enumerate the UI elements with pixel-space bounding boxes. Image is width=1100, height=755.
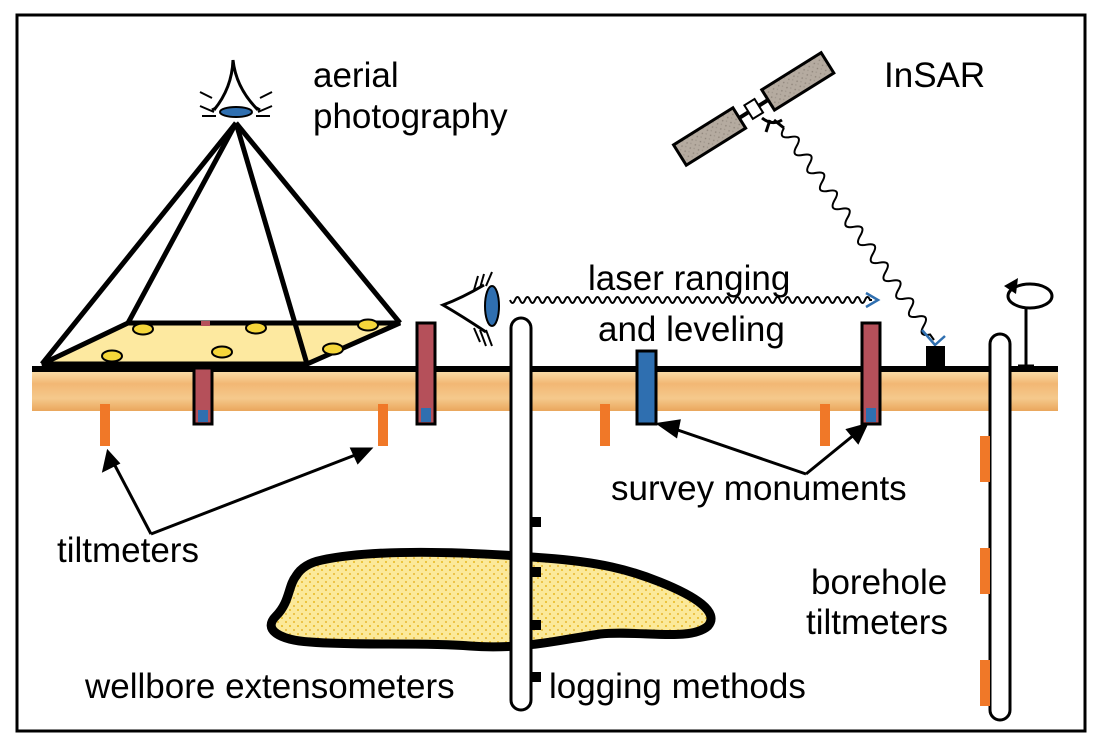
aerial-view-lines bbox=[40, 121, 402, 366]
wellbore-extensometers-label: wellbore extensometers bbox=[84, 667, 455, 706]
survey-monument bbox=[192, 366, 214, 426]
borehole-tiltmeter bbox=[980, 436, 990, 482]
borehole-label-line1: borehole bbox=[811, 563, 947, 602]
insar-ray-arrowhead bbox=[921, 329, 946, 347]
aerial-label-line2: photography bbox=[313, 97, 508, 136]
tiltmeter bbox=[378, 404, 388, 446]
laser-ranging-line bbox=[509, 296, 872, 304]
ground-layer bbox=[32, 366, 1058, 411]
satellite-icon bbox=[671, 50, 836, 168]
borehole-tiltmeter bbox=[980, 660, 990, 706]
borehole bbox=[988, 332, 1012, 722]
laser-label-line2: and leveling bbox=[598, 310, 785, 349]
survey-area bbox=[40, 318, 402, 367]
survey-monument bbox=[635, 349, 658, 426]
laser-label-line1: laser ranging bbox=[588, 259, 790, 298]
insar-reflector bbox=[926, 346, 945, 366]
survey-monument bbox=[860, 321, 882, 426]
eye-icon bbox=[199, 59, 273, 118]
survey-monument bbox=[415, 321, 437, 426]
laser-arrowhead bbox=[865, 291, 881, 309]
eye-icon bbox=[439, 271, 500, 347]
tiltmeter bbox=[100, 404, 110, 446]
aerial-label-line1: aerial bbox=[313, 56, 399, 95]
survey-monuments-arrows bbox=[655, 419, 869, 476]
borehole-tiltmeter bbox=[980, 548, 990, 594]
borehole-label-line2: tiltmeters bbox=[806, 603, 948, 642]
survey-monuments-label: survey monuments bbox=[611, 469, 907, 508]
tiltmeters-arrows bbox=[101, 447, 374, 536]
insar-label: InSAR bbox=[884, 56, 985, 95]
dish-antenna-icon bbox=[1004, 278, 1054, 368]
reservoir-body bbox=[266, 547, 716, 652]
insar-signal-ray bbox=[780, 127, 935, 341]
tiltmeter bbox=[600, 404, 610, 446]
tiltmeter bbox=[820, 404, 830, 446]
logging-methods-label: logging methods bbox=[549, 667, 806, 706]
tiltmeters-label: tiltmeters bbox=[57, 531, 199, 570]
logging-well bbox=[509, 316, 541, 712]
